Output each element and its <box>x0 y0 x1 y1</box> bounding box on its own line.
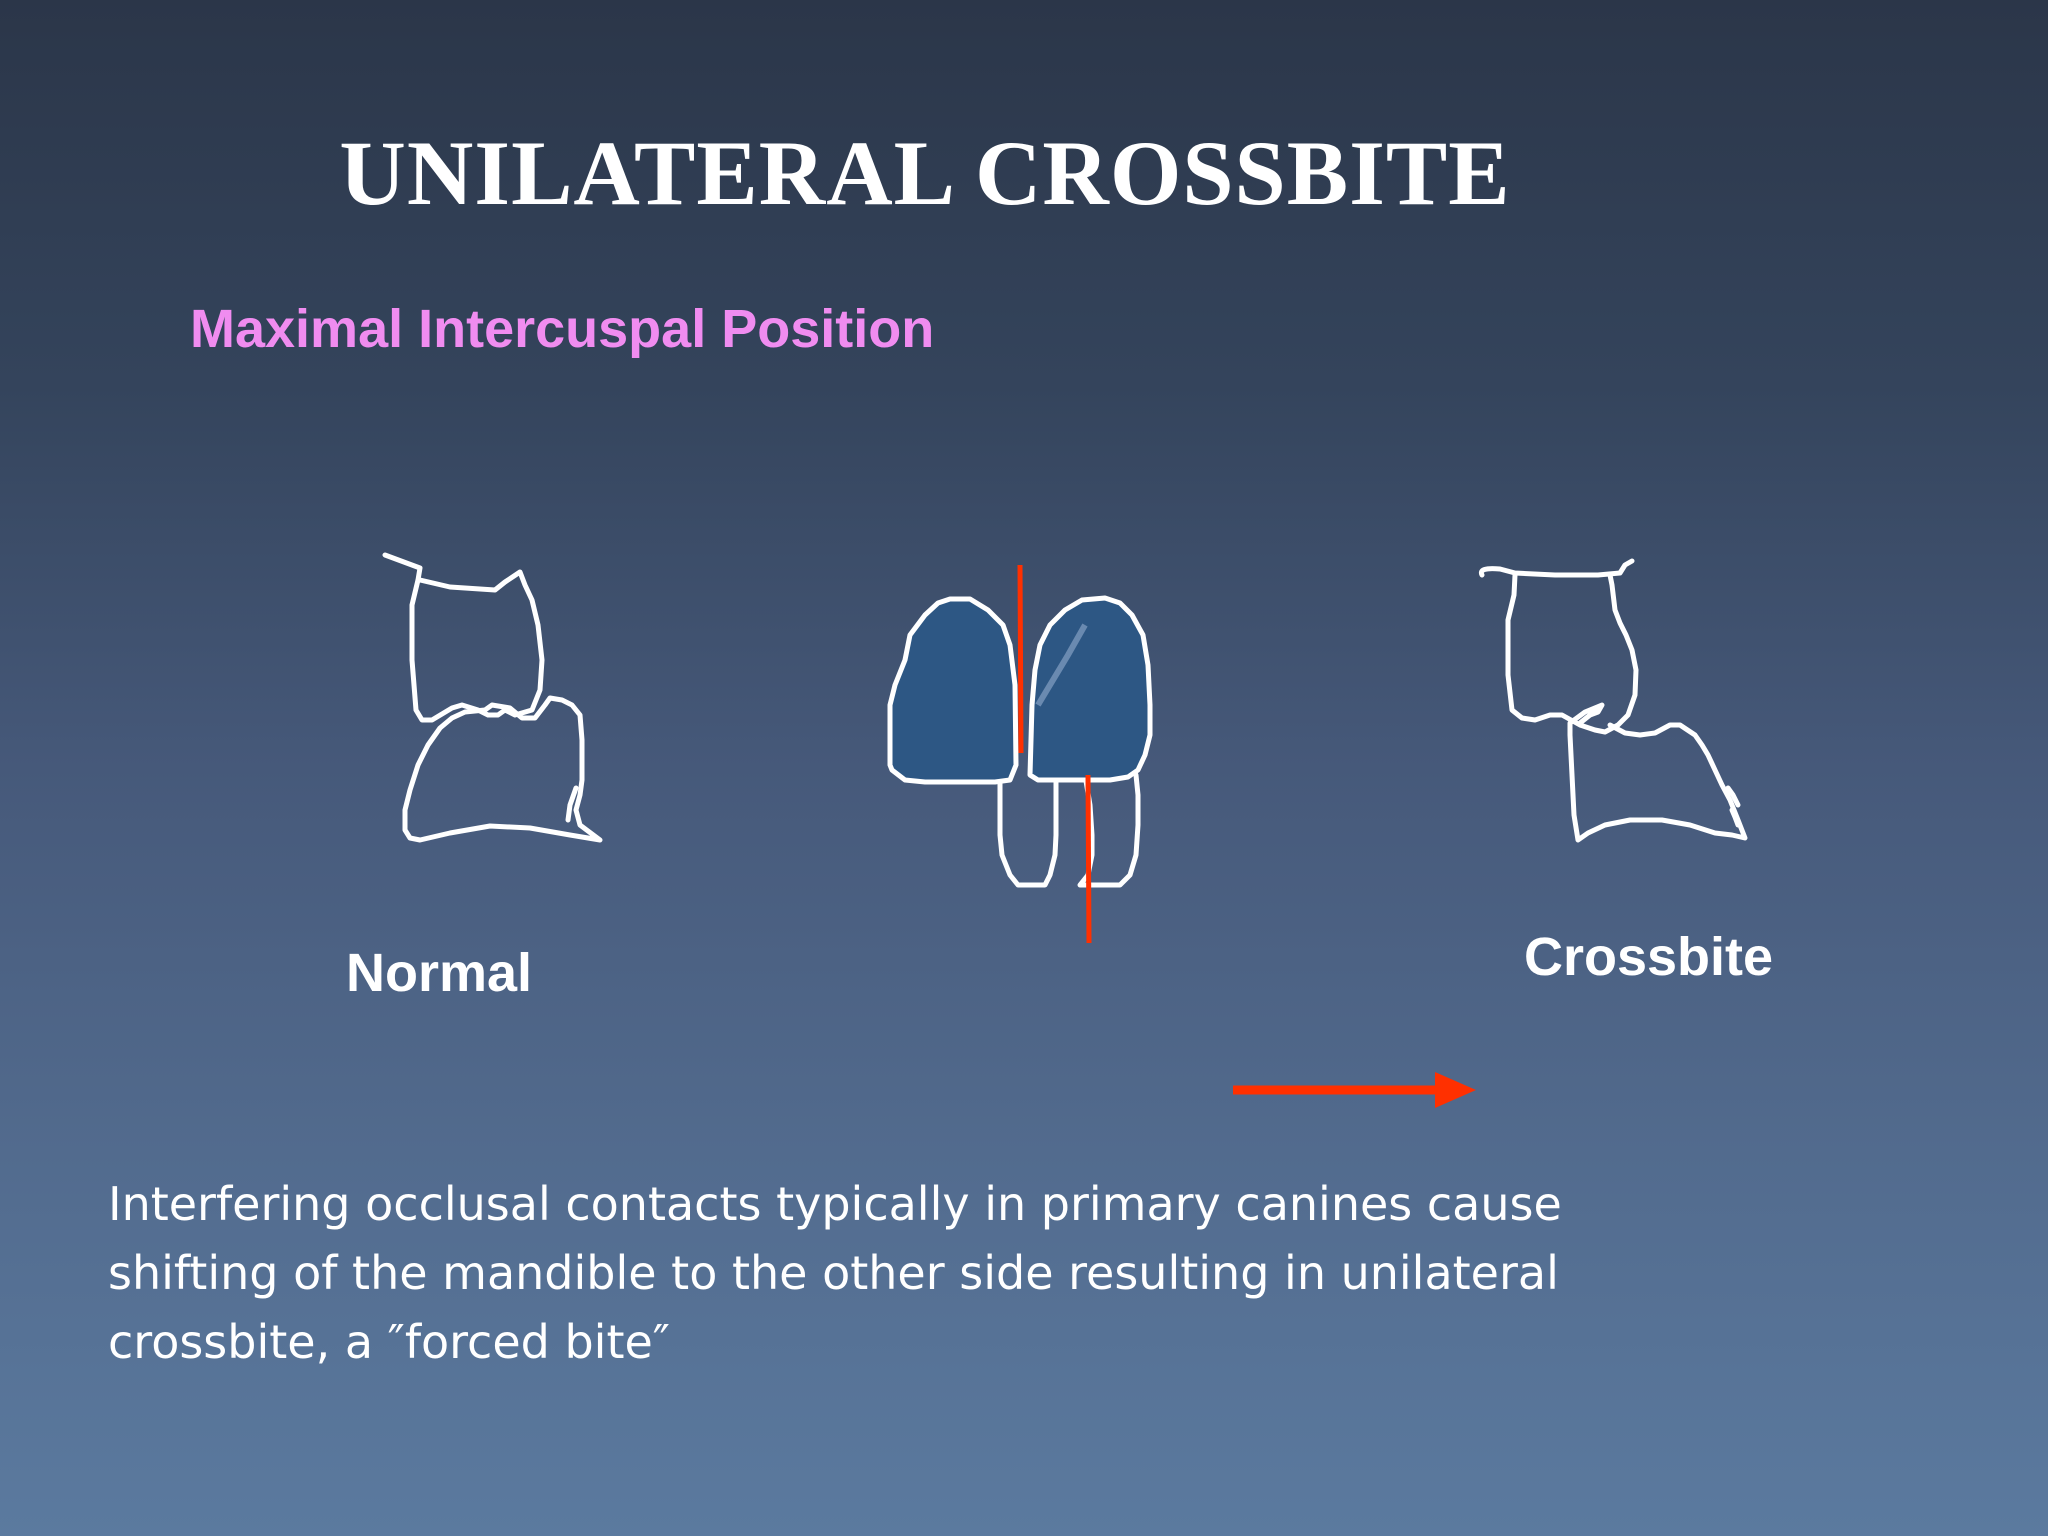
description-text: Interfering occlusal contacts typically … <box>108 1177 1562 1369</box>
normal-occlusion-drawing <box>382 552 603 843</box>
slide-title: UNILATERAL CROSSBITE <box>339 122 1511 224</box>
crossbite-occlusion-drawing <box>1478 558 1748 843</box>
canine-interference-drawing <box>887 564 1153 944</box>
crossbite-label: Crossbite <box>1524 927 1774 987</box>
slide-subtitle: Maximal Intercuspal Position <box>190 299 935 359</box>
right-arrow-icon <box>1233 1072 1476 1108</box>
normal-label: Normal <box>346 943 533 1003</box>
